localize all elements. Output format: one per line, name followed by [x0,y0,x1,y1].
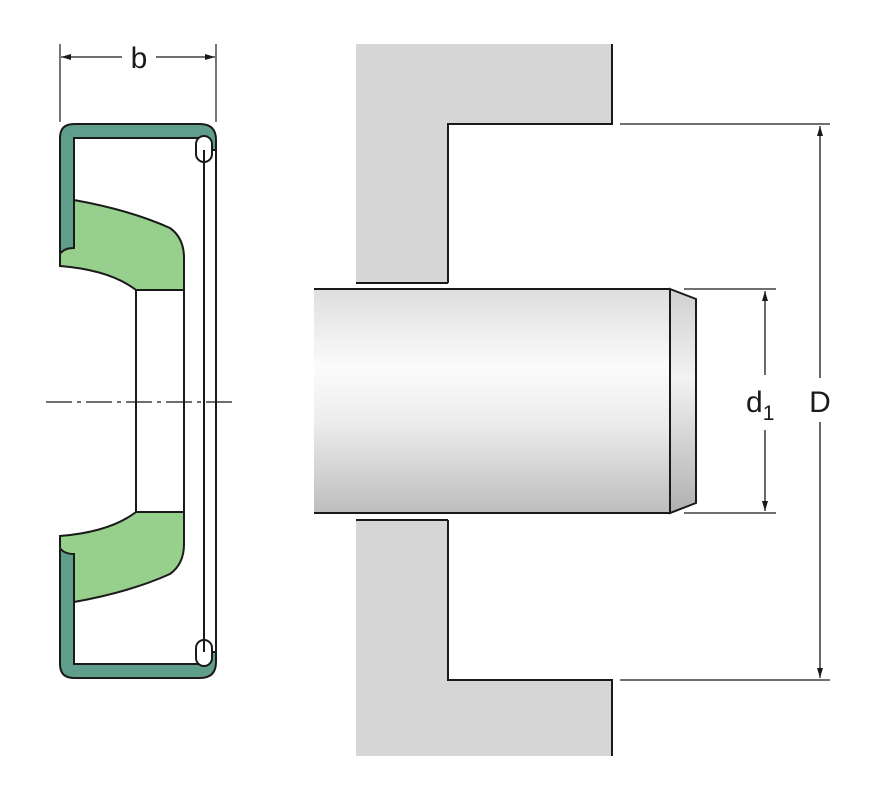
dimension-d1: d1 [684,288,776,514]
housing [356,44,613,756]
housing-upper [356,44,612,283]
dimension-b-label: b [131,42,148,75]
housing-lower [356,520,612,756]
dimension-b: b [59,42,217,122]
dimension-D: D [620,123,831,681]
seal-upper-half [59,123,217,291]
seal-lip-upper [59,198,185,291]
seal-cross-section [46,123,232,679]
seal-lower-half [59,511,217,679]
dimension-d1-label: d1 [746,386,774,425]
seal-lip-lower [59,511,185,604]
shaft-chamfer [669,287,697,515]
shaft [314,287,697,515]
shaft-body [314,289,670,513]
dimension-D-label: D [809,386,831,419]
seal-outline-lines [135,150,217,652]
